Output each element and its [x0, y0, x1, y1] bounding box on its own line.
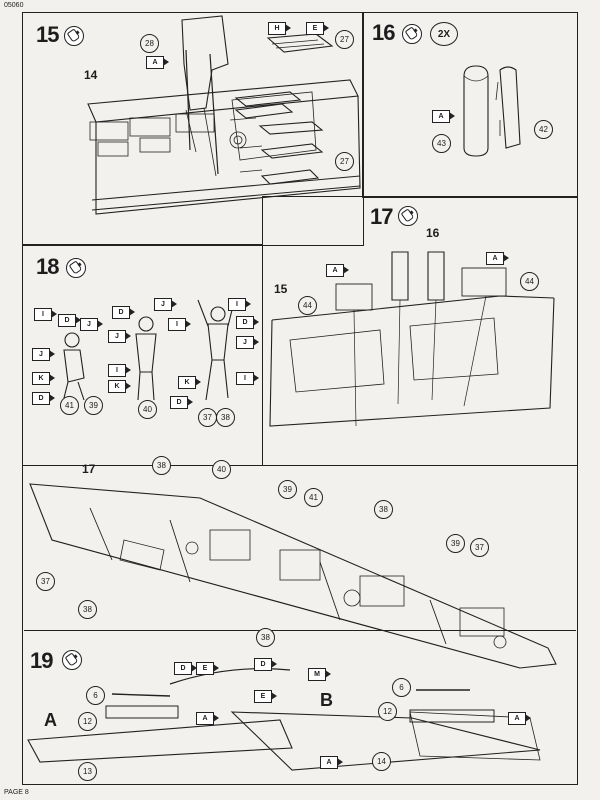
flag-j: J — [154, 298, 177, 311]
flag-i: I — [168, 318, 191, 331]
part-12: 12 — [378, 702, 397, 721]
flag-i: I — [236, 372, 259, 385]
flag-j: J — [32, 348, 55, 361]
part-label-14: 14 — [84, 68, 98, 82]
page-code: 05060 — [4, 2, 24, 9]
step-17-frame — [262, 196, 578, 466]
flag-a: A — [196, 712, 219, 725]
flag-d: D — [32, 392, 55, 405]
glue-icon — [62, 650, 82, 670]
part-14: 14 — [372, 752, 391, 771]
quantity-badge: 2X — [430, 22, 458, 46]
step-16-frame — [362, 12, 578, 198]
flag-i: I — [228, 298, 251, 311]
flag-a: A — [146, 56, 169, 69]
part-39: 39 — [278, 480, 297, 499]
flag-j: J — [80, 318, 103, 331]
flag-j: J — [236, 336, 259, 349]
flag-d: D — [170, 396, 193, 409]
part-38: 38 — [152, 456, 171, 475]
flag-d: D — [236, 316, 259, 329]
part-label-17: 17 — [82, 462, 96, 476]
step-19-number: 19 — [30, 648, 54, 673]
step-18-frame — [22, 244, 263, 466]
flag-d: D — [174, 662, 197, 675]
flag-j: J — [108, 330, 131, 343]
flag-e: E — [306, 22, 329, 35]
part-label-15: 15 — [274, 282, 288, 296]
flag-m: M — [308, 668, 331, 681]
flag-i: I — [34, 308, 57, 321]
part-37: 37 — [198, 408, 217, 427]
step-17-number: 17 — [370, 204, 394, 229]
glue-icon — [64, 26, 84, 46]
part-44: 44 — [298, 296, 317, 315]
part-37: 37 — [470, 538, 489, 557]
part-12: 12 — [78, 712, 97, 731]
flag-i: I — [108, 364, 131, 377]
flag-e: E — [254, 690, 277, 703]
flag-d: D — [58, 314, 81, 327]
part-27: 27 — [335, 30, 354, 49]
step-18-number: 18 — [36, 254, 60, 279]
flag-k: K — [108, 380, 131, 393]
part-6: 6 — [86, 686, 105, 705]
part-37: 37 — [36, 572, 55, 591]
flag-a: A — [320, 756, 343, 769]
part-6: 6 — [392, 678, 411, 697]
glue-icon — [66, 258, 86, 278]
step-19-divider — [24, 630, 576, 631]
part-27: 27 — [335, 152, 354, 171]
flag-h: H — [268, 22, 291, 35]
part-39: 39 — [446, 534, 465, 553]
part-38: 38 — [374, 500, 393, 519]
flag-a: A — [326, 264, 349, 277]
part-28: 28 — [140, 34, 159, 53]
lower-frame — [22, 464, 578, 785]
flag-a: A — [508, 712, 531, 725]
step-16-number: 16 — [372, 20, 396, 45]
flag-d: D — [254, 658, 277, 671]
flag-a: A — [432, 110, 455, 123]
part-39: 39 — [84, 396, 103, 415]
part-42: 42 — [534, 120, 553, 139]
flag-a: A — [486, 252, 509, 265]
part-40: 40 — [138, 400, 157, 419]
part-38: 38 — [78, 600, 97, 619]
step-15-number: 15 — [36, 22, 60, 47]
part-40: 40 — [212, 460, 231, 479]
part-41: 41 — [60, 396, 79, 415]
section-a-label: A — [44, 710, 57, 730]
flag-e: E — [196, 662, 219, 675]
part-label-16: 16 — [426, 226, 440, 240]
part-13: 13 — [78, 762, 97, 781]
section-b-label: B — [320, 690, 333, 710]
part-41: 41 — [304, 488, 323, 507]
part-38: 38 — [256, 628, 275, 647]
part-38: 38 — [216, 408, 235, 427]
part-44: 44 — [520, 272, 539, 291]
page-number: PAGE 8 — [4, 789, 29, 796]
glue-icon — [402, 24, 422, 44]
flag-k: K — [178, 376, 201, 389]
glue-icon — [398, 206, 418, 226]
flag-k: K — [32, 372, 55, 385]
part-43: 43 — [432, 134, 451, 153]
flag-d: D — [112, 306, 135, 319]
step-15-frame — [22, 12, 364, 246]
